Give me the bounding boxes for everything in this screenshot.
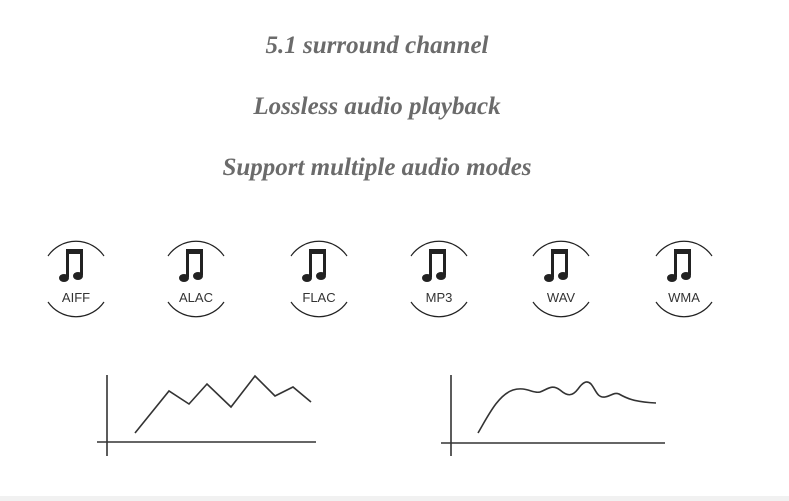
music-note-icon: [655, 240, 713, 318]
format-badge-alac: ALAC: [162, 238, 230, 320]
jagged-waveform-line: [134, 374, 312, 434]
format-badge-flac: FLAC: [285, 238, 353, 320]
format-label-flac: FLAC: [302, 290, 336, 305]
music-note-icon: [532, 240, 590, 318]
format-label-alac: ALAC: [179, 290, 213, 305]
format-badge-aiff: AIFF: [42, 238, 110, 320]
music-note-icon: [290, 240, 348, 318]
headline-surround: 5.1 surround channel: [265, 32, 489, 59]
smooth-waveform-line: [477, 381, 657, 434]
format-label-wma: WMA: [668, 290, 700, 305]
headline-lossless: Lossless audio playback: [253, 93, 501, 120]
format-label-mp3: MP3: [425, 290, 453, 305]
music-note-icon: [167, 240, 225, 318]
headline-audio-modes: Support multiple audio modes: [222, 154, 532, 181]
bottom-divider: [0, 496, 789, 501]
format-badge-wma: WMA: [650, 238, 718, 320]
format-badge-mp3: MP3: [405, 238, 473, 320]
music-note-icon: [410, 240, 468, 318]
format-badge-wav: WAV: [527, 238, 595, 320]
format-label-wav: WAV: [546, 290, 576, 305]
music-note-icon: [47, 240, 105, 318]
format-label-aiff: AIFF: [61, 290, 91, 305]
smooth-waveform-graphic: [441, 375, 665, 456]
jagged-waveform-graphic: [97, 374, 316, 456]
